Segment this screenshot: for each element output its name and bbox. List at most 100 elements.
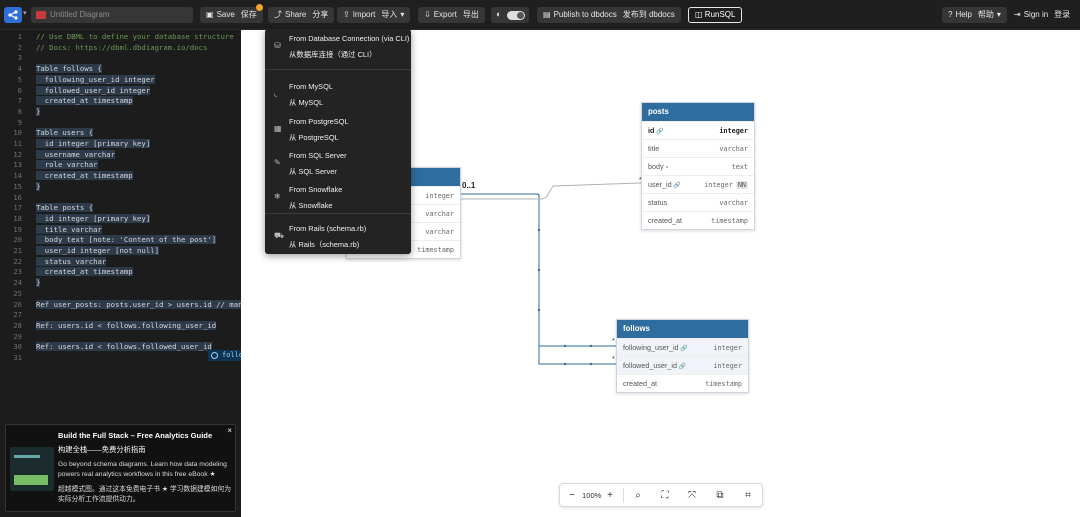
code-line[interactable]: Table users { xyxy=(36,128,94,138)
sign-in-button[interactable]: ⇥ Sign in 登录 xyxy=(1008,7,1076,23)
connections-icon[interactable]: ⧉ xyxy=(716,490,724,501)
help-label-zh: 帮助 xyxy=(977,10,994,19)
app-logo-button[interactable] xyxy=(4,7,22,23)
table-row[interactable]: followed_user_id 🔗integer xyxy=(617,356,748,374)
book-icon: ▤ xyxy=(543,10,551,19)
note-icon[interactable]: ▫ xyxy=(663,162,669,171)
code-line[interactable]: // Use DBML to define your database stru… xyxy=(36,32,234,41)
code-line[interactable]: } xyxy=(36,106,41,116)
many-marker: * xyxy=(612,356,615,363)
code-line[interactable]: followed_user_id integer xyxy=(36,85,151,95)
close-icon[interactable]: × xyxy=(227,426,232,435)
code-line[interactable]: } xyxy=(36,278,41,288)
theme-switch[interactable] xyxy=(507,11,525,20)
postgresql-icon: ▦ xyxy=(274,124,282,133)
save-button[interactable]: ▣ Save 保存 xyxy=(200,7,263,23)
share-button[interactable]: ⤴ Share 分享 xyxy=(268,7,335,23)
code-line[interactable]: title varchar xyxy=(36,224,102,234)
document-icon xyxy=(36,11,46,19)
line-number: 18 xyxy=(13,213,22,223)
field-type-text: integer xyxy=(704,181,733,189)
field-name: followed_user_id 🔗 xyxy=(623,357,686,376)
code-line[interactable]: Ref: users.id < follows.followed_user_id xyxy=(36,342,212,352)
promo-body-zh: 超越模式图。通过这本免费电子书 ★ 学习数据建模如何为实际分析工作流提供动力。 xyxy=(58,486,231,503)
code-line[interactable]: id integer [primary key] xyxy=(36,213,151,223)
code-line[interactable]: status varchar xyxy=(36,256,107,266)
code-line[interactable]: created_at timestamp xyxy=(36,267,133,277)
crop-icon[interactable]: ⌗ xyxy=(745,490,751,501)
theme-toggle[interactable]: ◐ xyxy=(491,7,529,23)
table-header[interactable]: follows xyxy=(617,320,748,338)
code-text: Table posts { xyxy=(36,203,94,213)
publish-dbdocs-button[interactable]: ▤ Publish to dbdocs 发布到 dbdocs xyxy=(537,7,681,23)
code-text: id integer [primary key] xyxy=(36,139,151,148)
import-dropdown-menu: ⛁From Database Connection (via CLI)从数据库连… xyxy=(265,29,411,254)
fit-view-icon[interactable]: ⛶ xyxy=(661,490,669,501)
field-name: title xyxy=(648,140,659,158)
top-toolbar: ▾ Untitled Diagram ▣ Save 保存 ⤴ Share 分享 … xyxy=(0,0,1080,30)
field-type-text: integer xyxy=(425,192,454,200)
line-number: 11 xyxy=(13,139,22,148)
code-line[interactable]: created_at timestamp xyxy=(36,96,133,106)
auto-arrange-icon[interactable]: ⤧ xyxy=(688,490,696,501)
code-line[interactable]: created_at timestamp xyxy=(36,171,133,181)
table-header[interactable]: posts xyxy=(642,103,754,121)
import-menu-item[interactable]: ⛁From Database Connection (via CLI)从数据库连… xyxy=(265,31,411,61)
table-row[interactable]: body ▫text xyxy=(642,157,754,175)
field-type-text: timestamp xyxy=(711,217,748,225)
table-row[interactable]: id 🔗integer xyxy=(642,121,754,139)
code-line[interactable]: username varchar xyxy=(36,149,116,159)
code-line[interactable]: role varchar xyxy=(36,160,98,170)
code-text: Table follows { xyxy=(36,64,102,74)
code-line[interactable]: // Docs: https://dbml.dbdiagram.io/docs xyxy=(36,43,207,52)
runsql-button[interactable]: ◫ RunSQL xyxy=(688,7,743,23)
diagram-title-input[interactable]: Untitled Diagram xyxy=(31,7,193,23)
export-button[interactable]: ⇩ Export 导出 xyxy=(418,7,485,23)
code-line[interactable]: user_id integer [not null] xyxy=(36,246,160,255)
code-line[interactable]: following_user_id integer xyxy=(36,74,155,84)
search-icon[interactable]: ⌕ xyxy=(635,490,641,501)
chevron-down-icon[interactable]: ▾ xyxy=(23,10,27,17)
zoom-in-button[interactable]: + xyxy=(607,490,613,501)
code-text: } xyxy=(36,181,41,191)
code-line[interactable]: body text [note: 'Content of the post'] xyxy=(36,235,217,245)
line-number: 17 xyxy=(13,203,22,213)
help-button[interactable]: ? Help 帮助 ▾ xyxy=(942,7,1007,23)
runsql-label: RunSQL xyxy=(704,10,736,19)
field-type: varchar xyxy=(719,140,748,158)
rails-icon: ⛟ xyxy=(274,231,285,240)
line-number: 29 xyxy=(13,331,22,341)
line-number: 19 xyxy=(13,224,22,234)
download-icon: ⇩ xyxy=(424,10,431,19)
import-menu-item[interactable]: ⛟From Rails (schema.rb)从 Rails（schema.rb… xyxy=(265,221,411,251)
table-row[interactable]: following_user_id 🔗integer xyxy=(617,338,748,356)
code-line[interactable]: Table follows { xyxy=(36,64,102,74)
mysql-icon: ◟ xyxy=(274,89,278,98)
many-marker: * xyxy=(612,338,615,345)
zoom-out-button[interactable]: − xyxy=(569,490,575,501)
code-line[interactable]: } xyxy=(36,181,41,191)
snowflake-icon: ❄ xyxy=(274,192,281,201)
import-button[interactable]: ⇪ Import 导入 ▾ xyxy=(337,7,411,23)
zoom-level[interactable]: 100% xyxy=(582,491,602,500)
promo-card[interactable]: Build the Full Stack – Free Analytics Gu… xyxy=(5,424,236,512)
code-line[interactable]: Ref: users.id < follows.following_user_i… xyxy=(36,320,217,330)
field-type: integer xyxy=(713,339,742,357)
field-type: text xyxy=(732,158,748,176)
code-line[interactable]: id integer [primary key] xyxy=(36,139,151,148)
code-line[interactable]: Table posts { xyxy=(36,203,94,213)
table-row[interactable]: title varchar xyxy=(642,139,754,157)
field-type-text: varchar xyxy=(719,199,748,207)
code-line[interactable]: Ref user_posts: posts.user_id > users.id… xyxy=(36,299,243,309)
